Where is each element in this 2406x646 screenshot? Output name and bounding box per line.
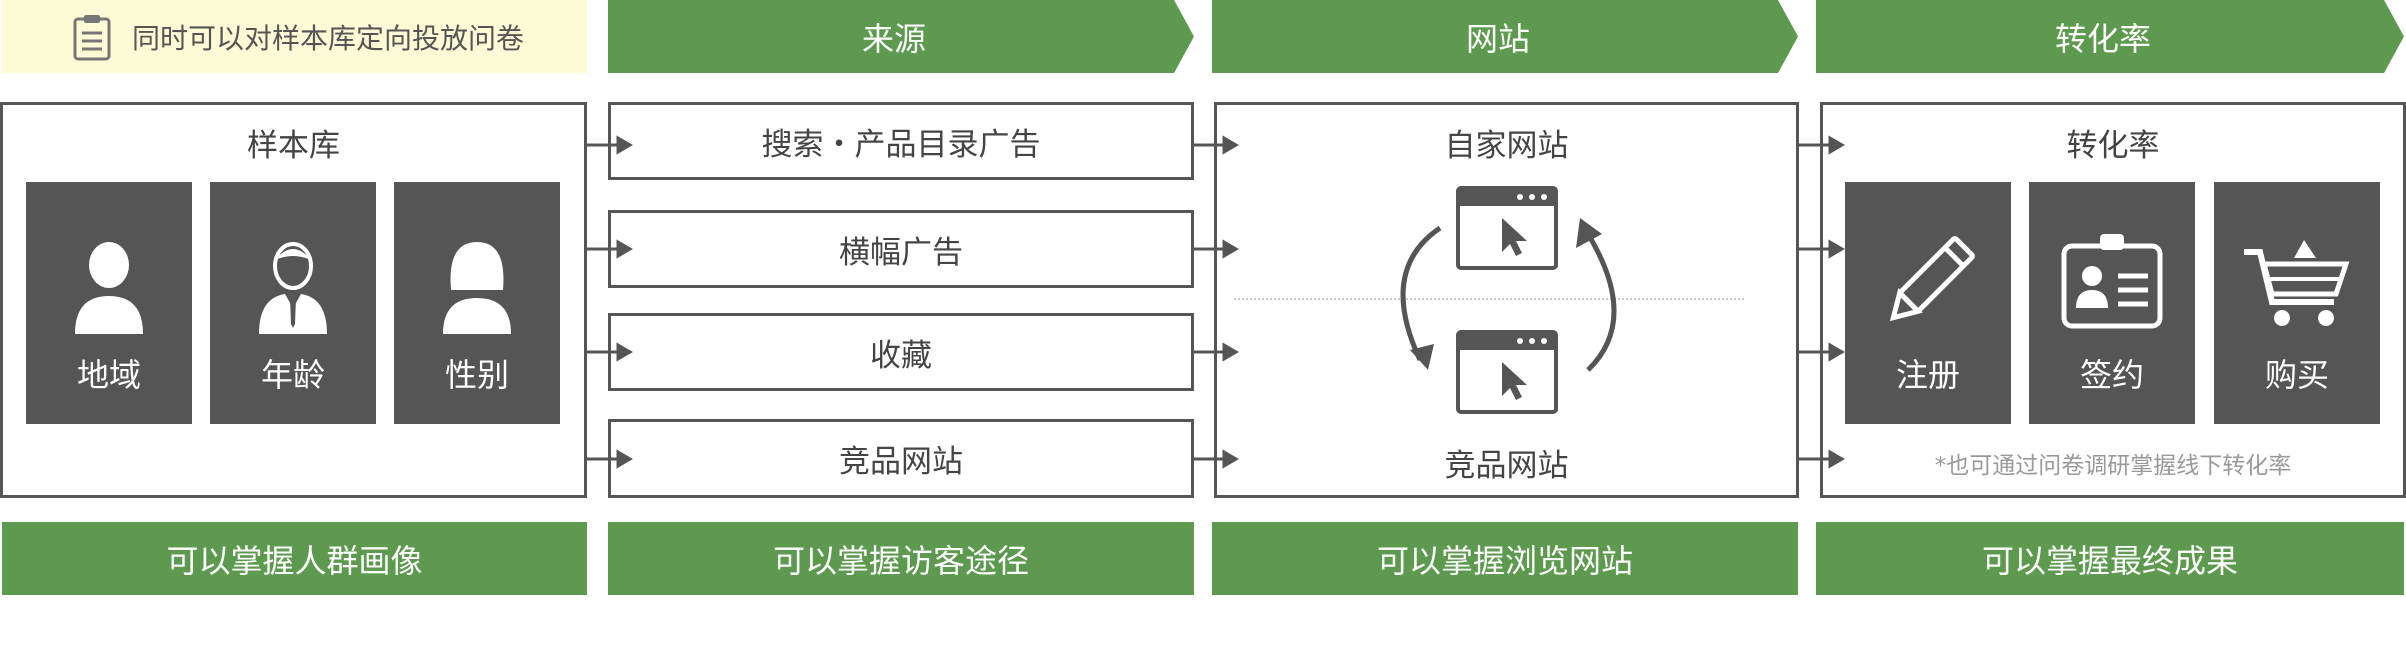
- bottom-bar-audience-label: 可以掌握人群画像: [166, 541, 423, 580]
- tile-region: 地域: [26, 182, 192, 424]
- browser-window-icon: [1456, 186, 1558, 270]
- bottom-bar-results: 可以掌握最终成果: [1816, 522, 2404, 595]
- note-text: 同时可以对样本库定向投放问卷: [132, 21, 525, 55]
- source-banner-ads-label: 横幅广告: [839, 234, 963, 271]
- bottom-bar-browsing-label: 可以掌握浏览网站: [1376, 541, 1633, 580]
- source-competitor-sites-label: 竞品网站: [839, 444, 963, 480]
- tile-age: 年龄: [210, 182, 376, 424]
- tile-age-label: 年龄: [260, 356, 325, 394]
- own-website-title: 自家网站: [1444, 128, 1569, 164]
- bottom-bar-visitor-path: 可以掌握访客途径: [608, 522, 1194, 595]
- note-banner: 同时可以对样本库定向投放问卷: [2, 0, 587, 73]
- source-box-competitor-sites: 竞品网站: [608, 419, 1194, 498]
- arrows-website-to-conversion: [1799, 135, 1845, 469]
- source-box-banner-ads: 横幅广告: [608, 210, 1194, 288]
- bottom-bar-results-label: 可以掌握最终成果: [1981, 541, 2238, 580]
- woman-icon: [443, 242, 511, 334]
- pencil-icon: [1889, 236, 1975, 322]
- businessman-icon: [259, 242, 327, 334]
- tile-purchase-label: 购买: [2264, 356, 2329, 394]
- bottom-bar-audience: 可以掌握人群画像: [2, 522, 587, 595]
- header-conversion-label: 转化率: [2054, 19, 2151, 58]
- tile-purchase: 购买: [2214, 182, 2380, 424]
- website-panel: [1214, 102, 1799, 498]
- shopping-cart-icon: [2244, 240, 2350, 326]
- sample-pool-title: 样本库: [247, 128, 340, 164]
- arrows-sample-to-source: [587, 135, 633, 469]
- tile-gender-label: 性别: [444, 356, 509, 394]
- clipboard-icon: [72, 13, 112, 61]
- tile-contract-label: 签约: [2079, 356, 2144, 394]
- source-bookmarks-label: 收藏: [870, 337, 932, 374]
- tile-gender: 性别: [394, 182, 560, 424]
- cycle-arrows-icon: [1400, 218, 1617, 372]
- header-conversion: 转化率: [1816, 0, 2404, 73]
- tile-contract: 签约: [2029, 182, 2195, 424]
- tile-register: 注册: [1845, 182, 2011, 424]
- source-search-ads-label: 搜索・产品目录广告: [761, 126, 1041, 163]
- arrows-source-to-website: [1194, 135, 1239, 469]
- dotted-divider: [1234, 298, 1744, 300]
- bottom-bar-visitor-path-label: 可以掌握访客途径: [772, 541, 1029, 580]
- browser-window-icon-competitor: [1456, 330, 1558, 414]
- header-source: 来源: [608, 0, 1194, 73]
- header-source-label: 来源: [861, 19, 926, 58]
- conversion-title: 转化率: [2066, 128, 2160, 164]
- bottom-bar-browsing: 可以掌握浏览网站: [1212, 522, 1798, 595]
- source-box-search-ads: 搜索・产品目录广告: [608, 102, 1194, 180]
- id-card-icon: [2061, 234, 2163, 329]
- header-website: 网站: [1212, 0, 1798, 73]
- source-box-bookmarks: 收藏: [608, 313, 1194, 391]
- conversion-footnote: *也可通过问卷调研掌握线下转化率: [1934, 453, 2292, 479]
- tile-register-label: 注册: [1895, 356, 1960, 394]
- competitor-website-title: 竞品网站: [1444, 448, 1569, 484]
- header-website-label: 网站: [1465, 19, 1530, 58]
- tile-region-label: 地域: [76, 356, 141, 394]
- person-icon: [75, 242, 143, 334]
